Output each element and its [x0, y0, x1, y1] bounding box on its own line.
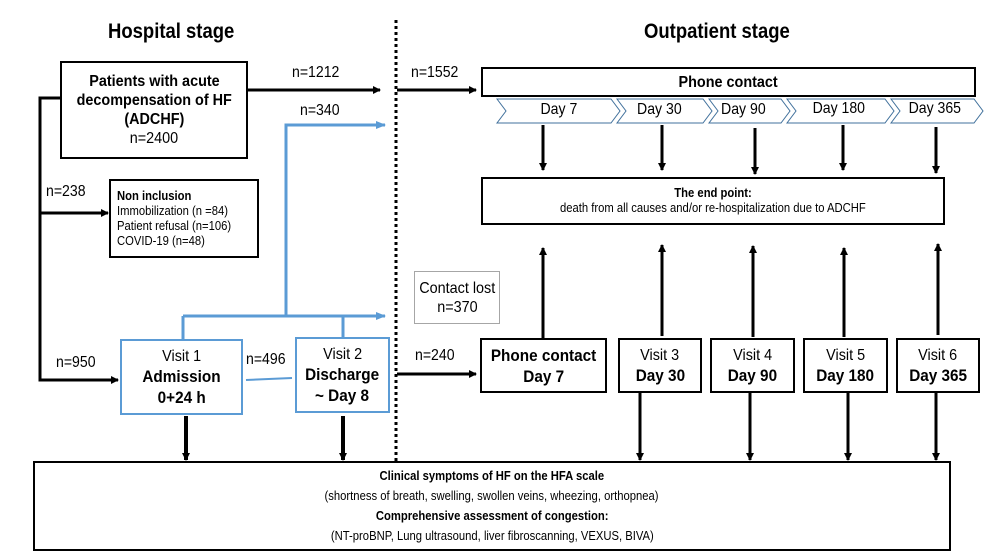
blue-visit1-visit2	[245, 377, 293, 381]
phone-day-label: Day 90	[721, 101, 766, 118]
phone-day-label: Day 365	[908, 100, 962, 117]
outpatient-visit-box: Visit 4 Day 90	[710, 338, 795, 393]
outpatient-visit-title: Visit 3	[640, 346, 680, 364]
blue-path-340	[284, 121, 386, 316]
phone-day-label: Day 7	[540, 101, 578, 118]
visit1-title: Visit 1	[162, 347, 201, 365]
outpatient-visit-title: Visit 4	[733, 346, 772, 364]
outpatient-visit-title: Visit 6	[918, 346, 958, 364]
left-spine	[38, 96, 119, 384]
outpatient-visit-day: Day 7	[523, 366, 564, 386]
contact-lost-label: Contact lost	[418, 279, 496, 297]
patients-line2: decompensation of HF	[76, 92, 232, 109]
outpatient-visit-title: Phone contact	[490, 345, 597, 365]
non-inclusion-title: Non inclusion	[117, 188, 192, 203]
patients-box: Patients with acute decompensation of HF…	[60, 61, 248, 159]
flow-label-1212: n=1212	[292, 64, 340, 81]
non-inclusion-box: Non inclusion Immobilization (n =84) Pat…	[109, 179, 259, 258]
flow-label-340: n=340	[300, 102, 340, 119]
endpoint-box: The end point: death from all causes and…	[481, 177, 945, 225]
flow-label-496: n=496	[246, 351, 286, 368]
assessment-text-1: (shortness of breath, swelling, swollen …	[325, 489, 659, 503]
visit2-title: Visit 2	[323, 345, 362, 363]
contact-lost-box: Contact lost n=370	[414, 271, 500, 324]
flow-label-1552: n=1552	[411, 64, 459, 81]
outpatient-visit-box: Visit 6 Day 365	[896, 338, 980, 393]
visit2-time: ~ Day 8	[315, 385, 370, 405]
outpatient-stage-heading: Outpatient stage	[644, 20, 790, 43]
chevron-day7	[496, 98, 621, 124]
phone-day-label: Day 30	[637, 101, 682, 118]
hospital-stage-heading: Hospital stage	[108, 20, 235, 43]
chevron-day180	[786, 98, 895, 124]
assessment-text-2: (NT-proBNP, Lung ultrasound, liver fibro…	[330, 529, 654, 543]
patients-line3: (ADCHF)	[124, 111, 184, 128]
outpatient-visit-box: Phone contact Day 7	[480, 338, 607, 393]
visit1-box: Visit 1 Admission 0+24 h	[120, 339, 243, 415]
assessment-title-1: Clinical symptoms of HF on the HFA scale	[379, 469, 605, 483]
contact-lost-count: n=370	[436, 298, 478, 316]
phone-days-timeline	[496, 98, 984, 124]
endpoint-title: The end point:	[674, 186, 752, 200]
non-inclusion-item: Patient refusal (n=106)	[117, 218, 232, 233]
outpatient-visit-day: Day 365	[909, 365, 967, 385]
patients-count: n=2400	[129, 130, 179, 147]
flow-label-950: n=950	[56, 354, 96, 371]
outpatient-visit-day: Day 180	[816, 365, 875, 385]
assessment-title-2: Comprehensive assessment of congestion:	[375, 509, 609, 523]
outpatient-visit-box: Visit 5 Day 180	[803, 338, 888, 393]
visit2-label: Discharge	[305, 364, 380, 384]
visit1-label: Admission	[142, 366, 221, 386]
phone-contact-title: Phone contact	[678, 73, 779, 91]
non-inclusion-item: COVID-19 (n=48)	[117, 233, 205, 248]
outpatient-visit-day: Day 30	[635, 365, 685, 385]
endpoint-text: death from all causes and/or re-hospital…	[560, 201, 866, 215]
chevron-day30	[616, 98, 713, 124]
visit2-box: Visit 2 Discharge ~ Day 8	[295, 337, 390, 413]
outpatient-visit-box: Visit 3 Day 30	[618, 338, 702, 393]
assessment-box: Clinical symptoms of HF on the HFA scale…	[33, 461, 951, 551]
phone-day-label: Day 180	[812, 100, 866, 117]
non-inclusion-item: Immobilization (n =84)	[117, 203, 228, 218]
chevron-day365	[890, 98, 984, 124]
outpatient-visit-day: Day 90	[727, 365, 778, 385]
outpatient-visit-title: Visit 5	[826, 346, 865, 364]
phone-contact-box: Phone contact	[481, 67, 976, 97]
patients-line1: Patients with acute	[88, 73, 220, 90]
visit1-time: 0+24 h	[157, 387, 206, 407]
flow-label-238: n=238	[46, 183, 86, 200]
flow-label-240: n=240	[415, 347, 455, 364]
chevron-day90	[708, 98, 791, 124]
